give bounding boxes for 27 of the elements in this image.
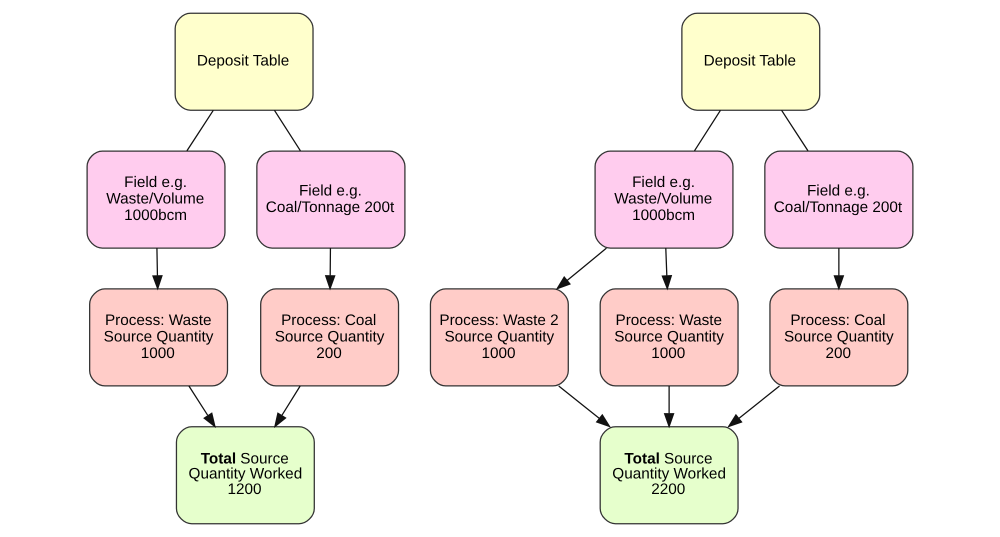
arrow xyxy=(727,386,780,428)
connector xyxy=(694,110,721,152)
node-box: Deposit Table xyxy=(174,12,314,111)
arrow xyxy=(664,386,674,428)
node-box: Deposit Table xyxy=(681,12,820,111)
arrow xyxy=(324,248,336,291)
arrow xyxy=(661,248,672,291)
node-box: Total Source Quantity Worked 2200 xyxy=(600,426,739,524)
node-box: Field e.g. Coal/Tonnage 200t xyxy=(256,150,406,249)
node-box: Process: Waste Source Quantity 1000 xyxy=(600,288,739,387)
node-box: Field e.g. Waste/Volume 1000bcm xyxy=(86,150,226,249)
arrow xyxy=(152,248,163,291)
connector xyxy=(781,110,808,152)
node-box: Process: Waste 2 Source Quantity 1000 xyxy=(430,288,569,387)
arrow xyxy=(558,386,611,428)
connector xyxy=(274,110,301,152)
node-box: Process: Waste Source Quantity 1000 xyxy=(89,288,228,387)
arrow xyxy=(556,248,607,290)
node-box: Field e.g. Waste/Volume 1000bcm xyxy=(594,150,734,249)
connector xyxy=(186,110,214,152)
arrow xyxy=(274,386,301,428)
arrow xyxy=(834,248,844,291)
node-box: Field e.g. Coal/Tonnage 200t xyxy=(764,150,914,249)
node-box: Total Source Quantity Worked 1200 xyxy=(176,426,315,524)
node-box: Process: Coal Source Quantity 200 xyxy=(769,288,908,387)
node-box: Process: Coal Source Quantity 200 xyxy=(260,288,400,387)
arrow xyxy=(188,386,216,428)
